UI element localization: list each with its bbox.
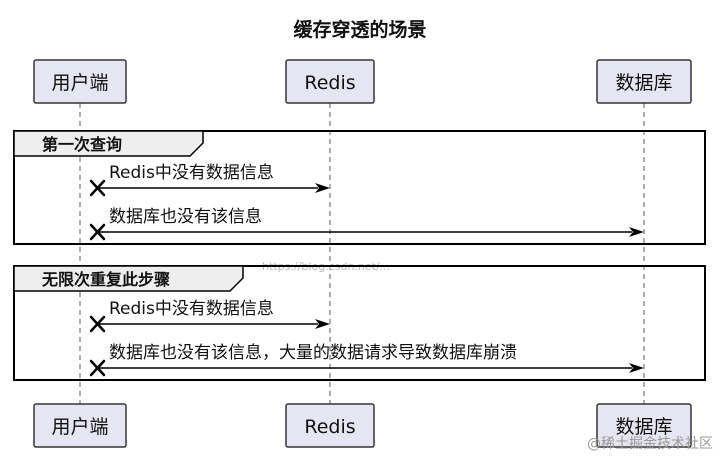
participant-client-top: 用户端 (33, 59, 127, 104)
message-label: Redis中没有数据信息 (109, 299, 274, 319)
message-label: 数据库也没有该信息 (109, 207, 262, 227)
svg-text:Redis: Redis (304, 72, 355, 94)
frame-label: 第一次查询 (42, 135, 122, 154)
participant-redis-top: Redis (285, 59, 375, 104)
participant-redis-bottom: Redis (285, 403, 375, 448)
watermark: @稀土掘金技术社区 (587, 436, 713, 452)
message-4: 数据库也没有该信息，大量的数据请求导致数据库崩溃 (89, 343, 644, 377)
svg-text:数据库: 数据库 (615, 72, 672, 94)
frame-first-query: 第一次查询 (13, 130, 706, 245)
message-label: Redis中没有数据信息 (109, 163, 274, 183)
svg-text:用户端: 用户端 (51, 416, 108, 438)
svg-text:Redis: Redis (304, 416, 355, 438)
diagram-title: 缓存穿透的场景 (293, 18, 426, 41)
participant-database-bottom: 数据库 (596, 403, 692, 448)
frame-infinite-repeat: 无限次重复此步骤 (13, 265, 706, 381)
message-label: 数据库也没有该信息，大量的数据请求导致数据库崩溃 (109, 343, 517, 363)
participant-database-top: 数据库 (596, 59, 692, 104)
svg-text:用户端: 用户端 (51, 72, 108, 94)
frame-label: 无限次重复此步骤 (41, 270, 170, 289)
message-1: Redis中没有数据信息 (89, 163, 330, 197)
message-2: 数据库也没有该信息 (89, 207, 644, 241)
participant-client-bottom: 用户端 (33, 403, 127, 448)
message-3: Redis中没有数据信息 (89, 299, 330, 333)
svg-text:数据库: 数据库 (615, 416, 672, 438)
